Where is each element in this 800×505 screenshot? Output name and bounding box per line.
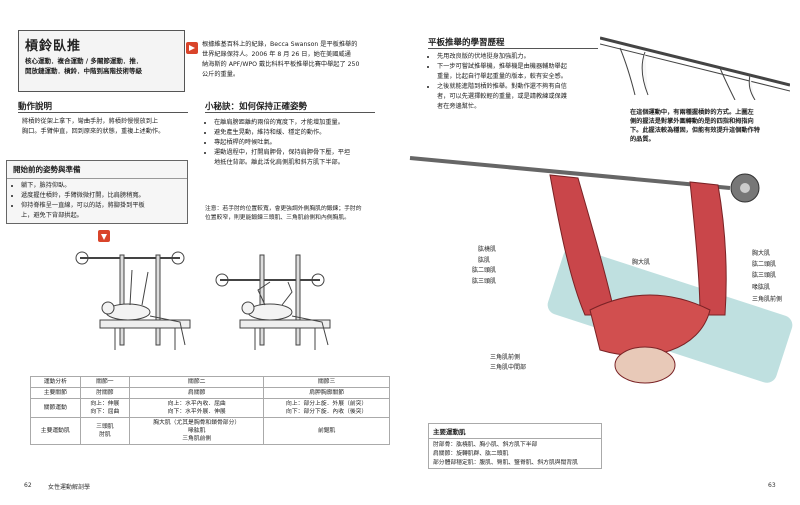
progress-item: 下一步可嘗試推舉機，推舉機是由機器輔助舉起重量，比起自行舉起重量的版本，較有安全… (437, 62, 608, 82)
main-muscles-heading: 主要運動肌 (429, 424, 601, 439)
action-heading: 動作說明 (18, 102, 53, 112)
barbell-bar (409, 156, 731, 190)
table-header: 關節一 (79, 376, 131, 388)
fact-text: 根據維基百科上的紀錄，Becca Swanson 是平板推舉的 世界紀錄保持人。… (202, 41, 360, 78)
label-bottom-0: 三角肌前側 (490, 354, 521, 361)
label-left-3: 肱三頭肌 (472, 278, 497, 285)
table-row: 主要運動肌 三頭肌肘肌 胸大肌（尤其是胸骨和鎖骨部分）喙肱肌三角肌前側 前鋸肌 (30, 417, 390, 445)
exercise-subtitle-1: 核心運動．複合運動 / 多關節運動．推． (25, 57, 143, 65)
arrow-right-icon (186, 42, 198, 54)
bench-press-illustrations (75, 251, 331, 350)
prep-item: 遞度握住槓鈴，手臂微微打開，比肩膀稍寬。 (21, 191, 187, 201)
main-muscles-line: 部分體部穩定肌：腹肌、臀肌、豎脊肌、斜方肌與闊背肌 (433, 460, 578, 466)
label-center: 胸大肌 (632, 259, 651, 266)
label-left-2: 肱二頭肌 (472, 267, 497, 274)
tip-item: 在離肩膀距離約兩倍的寬度下，才能增加重量。 (214, 118, 385, 128)
progress-item: 之後就能進階到槓鈴推舉。對動作還不夠有自信者，可以先選擇較輕的重量，或是請教練或… (437, 82, 608, 112)
left-running-title: 女性運動解剖學 (48, 484, 91, 491)
table-header: 關節三 (263, 376, 390, 388)
motion-analysis-table: 運動分析 關節一 關節二 關節三 主要關節 肘關節 肩關節 肩胛胸廓關節 關節運… (30, 376, 390, 445)
label-right-4: 三角肌前側 (752, 296, 783, 303)
main-muscles-line: 肩關節：旋轉肌群、肱二頭肌 (433, 451, 509, 457)
progress-rule (428, 48, 598, 49)
exercise-title-box: 槓鈴臥推 核心運動．複合運動 / 多關節運動．推． 開放鏈運動．槓鈴．中階到高階… (18, 30, 185, 92)
anatomy-illustration (409, 156, 793, 384)
prep-box: 開始前的姿勢與準備 躺下，臉持仰臥。 遞度握住槓鈴，手臂微微打開，比肩膀稍寬。 … (6, 160, 188, 224)
tip-item: 避免產生晃動，維持和緩、穩定的動作。 (214, 128, 385, 138)
grip-illustration (600, 36, 790, 100)
exercise-title: 槓鈴臥推 (25, 39, 82, 54)
main-muscles-line: 肘部骨：肱橈肌、胸小肌、斜方肌下半部 (433, 442, 538, 448)
prep-heading: 開始前的姿勢與準備 (7, 161, 187, 179)
tips-heading: 小秘訣：如何保持正確姿勢 (205, 102, 308, 112)
table-header: 關節二 (129, 376, 265, 388)
exercise-subtitle-2: 開放鏈運動．槓鈴．中階到高階技術等級 (25, 67, 142, 75)
tips-rule (205, 112, 375, 113)
table-header-row: 運動分析 關節一 關節二 關節三 (30, 376, 390, 388)
progress-item: 先用改良版的伏地挺身加強肌力。 (437, 52, 608, 62)
label-left-1: 肱肌 (478, 257, 491, 264)
note-text: 注意：若手肘的位置較寬，會更強調外側胸肌的鍛鍊；手肘的 位置較窄，則更能鍛鍊三頭… (205, 206, 362, 221)
tips-list: 在離肩膀距離約兩倍的寬度下，才能增加重量。 避免產生晃動，維持和緩、穩定的動作。… (205, 118, 385, 168)
arrow-down-icon (98, 230, 110, 242)
table-header: 運動分析 (30, 376, 81, 388)
main-muscles-box: 主要運動肌 肘部骨：肱橈肌、胸小肌、斜方肌下半部 肩關節：旋轉肌群、肱二頭肌 部… (428, 423, 602, 469)
table-row: 主要關節 肘關節 肩關節 肩胛胸廓關節 (30, 387, 390, 399)
action-text: 將槓鈴從架上拿下，彎曲手肘，將槓鈴慢慢放到上 胸口。手臂伸直，回到原來的狀態，重… (22, 118, 165, 135)
right-page-number: 63 (768, 482, 776, 489)
tip-item: 運動過程中，打開肩胛骨，保持肩胛骨下壓，平坦地抵住背部。離此活化肩側肌和斜方肌下… (214, 148, 385, 168)
left-page-number: 62 (24, 482, 32, 489)
right-arm-muscles (689, 181, 727, 316)
prep-item: 躺下，臉持仰臥。 (21, 181, 187, 191)
progress-heading: 平板推舉的學習歷程 (428, 38, 505, 48)
progress-list: 先用改良版的伏地挺身加強肌力。 下一步可嘗試推舉機，推舉機是由機器輔助舉起重量，… (428, 52, 608, 112)
label-right-2: 肱三頭肌 (752, 272, 777, 279)
label-right-3: 喙肱肌 (752, 284, 771, 291)
label-left-0: 肱橈肌 (478, 246, 497, 253)
label-right-0: 胸大肌 (752, 250, 771, 257)
action-rule (18, 112, 188, 113)
tip-item: 專起槓桿的時候吐氣。 (214, 138, 385, 148)
head (614, 346, 676, 384)
table-row: 關節運動 向上：伸展向下：屈曲 向上：水平內收．屈曲向下：水平外展．伸展 向上：… (30, 398, 390, 418)
grip-caption: 在這個運動中，有兩種握槓鈴的方式。上圖左 側的握法是對掌外圍轉動的是的四指和拇指… (630, 109, 760, 143)
label-right-1: 肱二頭肌 (752, 261, 777, 268)
label-bottom-1: 三角肌中間部 (490, 364, 527, 371)
